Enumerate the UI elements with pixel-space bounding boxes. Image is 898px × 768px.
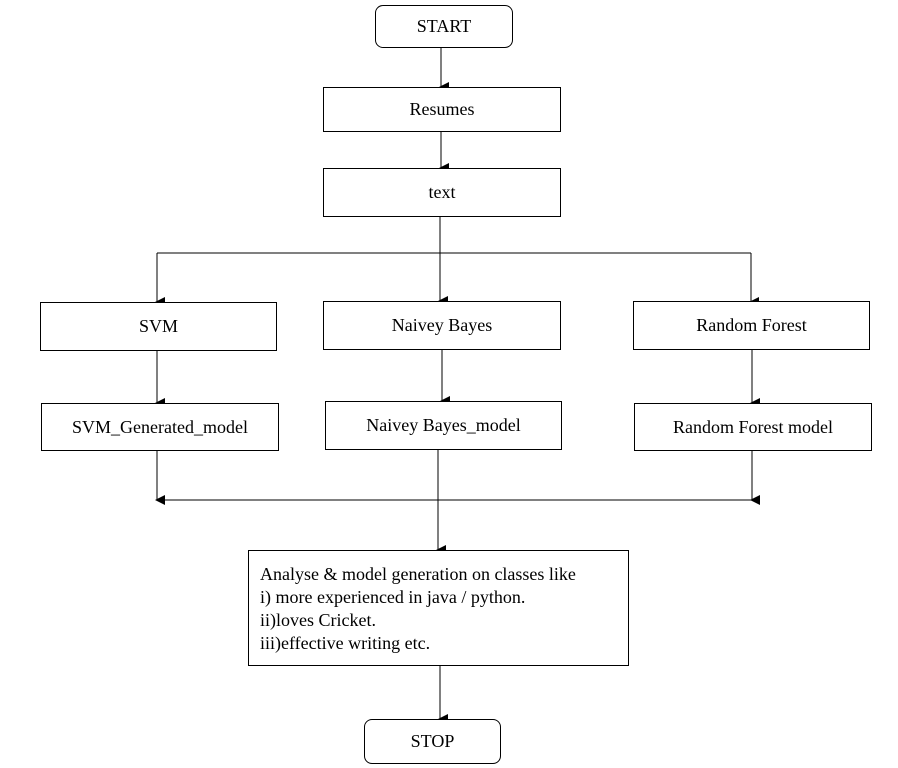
- start-node: START: [375, 5, 513, 48]
- stop-node: STOP: [364, 719, 501, 764]
- analysis-line: i) more experienced in java / python.: [260, 587, 526, 607]
- analysis-line: iii)effective writing etc.: [260, 633, 431, 653]
- svm-node: SVM: [40, 302, 277, 351]
- analysis-node: Analyse & model generation on classes li…: [248, 550, 629, 666]
- text-node: text: [323, 168, 561, 217]
- random-forest-model-node: Random Forest model: [634, 403, 872, 451]
- resumes-node: Resumes: [323, 87, 561, 132]
- analysis-line: Analyse & model generation on classes li…: [260, 564, 576, 584]
- random-forest-node: Random Forest: [633, 301, 870, 350]
- analysis-line: ii)loves Cricket.: [260, 610, 376, 630]
- naivey-bayes-model-node: Naivey Bayes_model: [325, 401, 562, 450]
- svm-model-node: SVM_Generated_model: [41, 403, 279, 451]
- naivey-bayes-node: Naivey Bayes: [323, 301, 561, 350]
